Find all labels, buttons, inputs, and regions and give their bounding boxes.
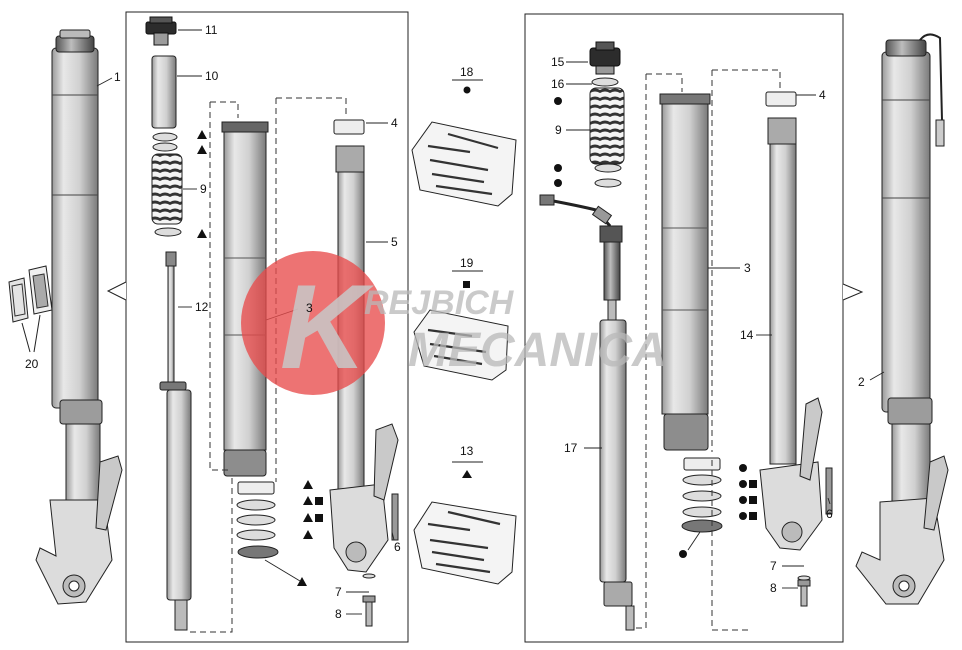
callout-7-left: 7 — [335, 585, 342, 599]
callout-5: 5 — [391, 235, 398, 249]
spring-seat-right-2 — [594, 178, 622, 188]
spring-seat-right-1 — [594, 163, 622, 173]
screw-left — [391, 493, 399, 541]
fork-leg-right — [855, 33, 949, 605]
callout-19: 19 — [460, 256, 474, 270]
dust-seal-right — [681, 519, 723, 533]
washer-right — [797, 575, 811, 581]
callout-18: 18 — [460, 65, 474, 79]
item-16 — [591, 77, 619, 87]
top-cap-right — [589, 41, 621, 75]
watermark: K REJBICH MECANICA — [241, 251, 667, 395]
callout-4-left: 4 — [391, 116, 398, 130]
spring-right — [589, 87, 625, 165]
kit-18 — [411, 79, 517, 207]
washer-left — [362, 573, 376, 579]
callout-2: 2 — [858, 375, 865, 389]
seal-3 — [236, 529, 276, 541]
callout-15: 15 — [551, 55, 565, 69]
callout-1: 1 — [114, 70, 121, 84]
left-panel-pointer — [106, 281, 127, 301]
callout-9-right: 9 — [555, 123, 562, 137]
spring-left — [151, 153, 183, 225]
inner-tube-right — [659, 93, 711, 451]
ring-right — [765, 91, 797, 107]
top-cap-left — [145, 16, 177, 46]
ring-lower — [152, 142, 178, 152]
callout-8-left: 8 — [335, 607, 342, 621]
bolt-left — [362, 595, 376, 627]
kit-19 — [413, 270, 509, 381]
kit-13 — [413, 461, 517, 585]
callout-10: 10 — [205, 69, 219, 83]
callout-16: 16 — [551, 77, 565, 91]
watermark-line2: MECANICA — [408, 324, 667, 377]
left-panel-frame — [125, 11, 409, 643]
seal-right-3 — [682, 506, 722, 518]
bushing-right — [683, 457, 721, 471]
cartridge-17 — [539, 194, 635, 631]
cap-tube-10 — [151, 55, 177, 129]
watermark-line1: REJBICH — [364, 284, 515, 322]
seal-right-2 — [682, 490, 722, 502]
callout-11: 11 — [205, 23, 218, 37]
ring-upper — [152, 132, 178, 142]
callout-3-left: 3 — [306, 301, 313, 315]
right-panel-pointer — [842, 283, 864, 301]
right-panel-frame — [524, 13, 844, 643]
callout-17: 17 — [564, 441, 578, 455]
seal-1 — [236, 499, 276, 511]
callout-6-right: 6 — [826, 507, 833, 521]
watermark-circle — [241, 251, 385, 395]
bushing-left — [237, 481, 275, 495]
fork-leg-left — [35, 29, 123, 605]
callout-7-right: 7 — [770, 559, 777, 573]
bolt-right — [797, 579, 811, 607]
callout-13: 13 — [460, 444, 474, 458]
watermark-monogram: K — [280, 260, 374, 394]
callout-20: 20 — [25, 357, 39, 371]
damper-rod-12 — [159, 251, 192, 631]
seal-2 — [236, 514, 276, 526]
screw-right — [825, 467, 833, 515]
callout-8-right: 8 — [770, 581, 777, 595]
brake-pads-20 — [8, 265, 53, 353]
outer-tube-14 — [759, 117, 823, 551]
callout-4-right: 4 — [819, 88, 826, 102]
dust-seal — [237, 545, 279, 559]
spring-seat — [154, 227, 182, 237]
callout-6-left: 6 — [394, 540, 401, 554]
callout-9-left: 9 — [200, 182, 207, 196]
note-symbols — [197, 97, 757, 586]
callout-14: 14 — [740, 328, 754, 342]
callout-12: 12 — [195, 300, 209, 314]
callout-3-right: 3 — [744, 261, 751, 275]
assembly-lines-right — [632, 69, 781, 631]
seal-right-1 — [682, 474, 722, 486]
